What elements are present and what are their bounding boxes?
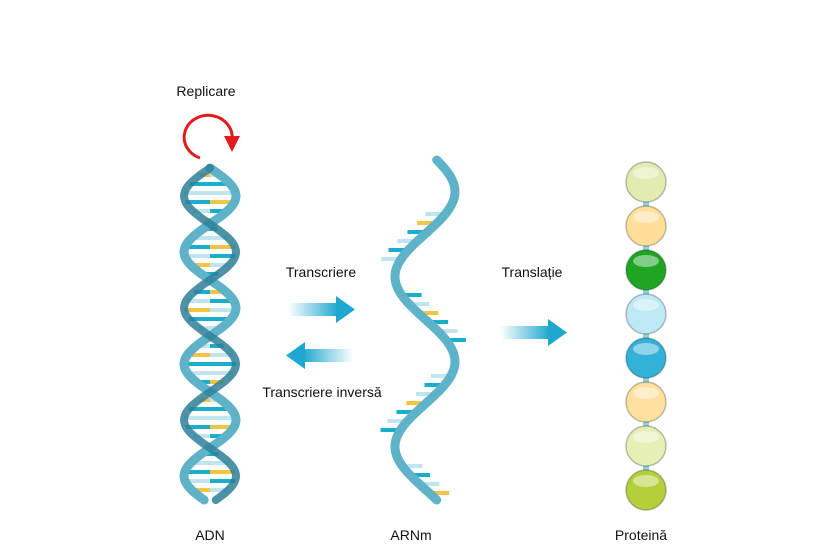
bead-highlight (633, 299, 659, 311)
amino-acid-bead (625, 293, 667, 335)
amino-acid-bead (625, 381, 667, 423)
dna-strand (179, 164, 241, 504)
bead-highlight (633, 387, 659, 399)
reverse-transcription-label: Transcriere inversă (262, 384, 382, 400)
reverse-transcription-arrow-icon (286, 342, 353, 369)
bead-highlight (633, 343, 659, 355)
bead-highlight (633, 431, 659, 443)
transcription-label: Transcriere (285, 264, 357, 280)
translation-label: Translație (501, 264, 563, 280)
amino-acid-bead (625, 249, 667, 291)
transcription-arrow-icon (288, 296, 355, 323)
translation-arrow-icon (500, 319, 567, 346)
replication-arrow-icon (182, 113, 240, 160)
amino-acid-bead (625, 469, 667, 511)
bead-highlight (633, 475, 659, 487)
protein-bead-chain (625, 161, 667, 511)
dna-double-helix (179, 163, 241, 505)
rna-strand (390, 155, 460, 505)
replication-label: Replicare (176, 83, 236, 99)
bead-highlight (633, 255, 659, 267)
amino-acid-bead (625, 425, 667, 467)
protein-label: Proteină (614, 527, 668, 543)
bead-highlight (633, 167, 659, 179)
amino-acid-bead (625, 205, 667, 247)
mrna-single-strand (380, 155, 466, 505)
mrna-label: ARNm (390, 527, 432, 543)
bead-highlight (633, 211, 659, 223)
dna-label: ADN (195, 527, 225, 543)
amino-acid-bead (625, 337, 667, 379)
amino-acid-bead (625, 161, 667, 203)
